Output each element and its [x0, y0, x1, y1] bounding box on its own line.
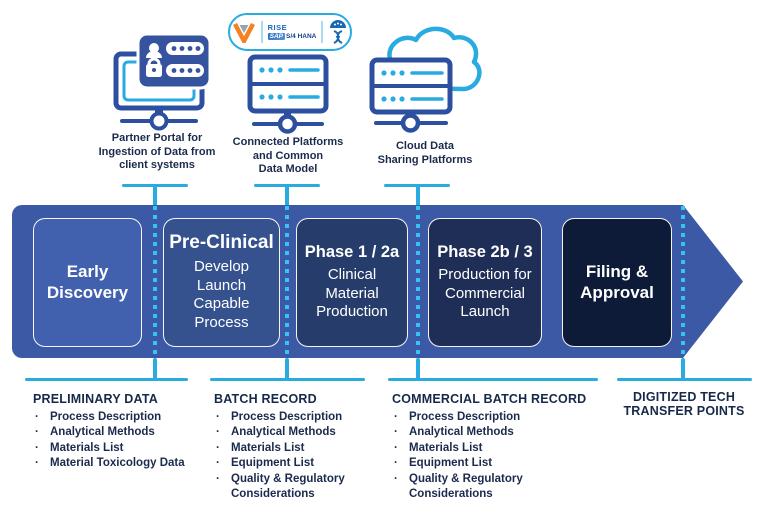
bullet-icon: ·	[394, 457, 398, 470]
transfer-dashed-line-1	[153, 206, 157, 358]
s4hana-label: S/4 HANA	[286, 32, 317, 40]
connector-stem	[153, 184, 157, 206]
bullet-icon: ·	[216, 441, 220, 454]
list-header: DIGITIZED TECH TRANSFER POINTS	[623, 390, 745, 418]
list-batch-record: BATCH RECORD ·Process Description ·Analy…	[214, 392, 374, 502]
cloud-data-label: Cloud Data Sharing Platforms	[377, 140, 473, 166]
bullet-icon: ·	[35, 426, 39, 439]
list-item: ·Process Description	[33, 410, 191, 425]
sap-logo: SAP	[267, 32, 286, 40]
connected-platforms-label: Connected Platforms and Common Data Mode…	[232, 136, 344, 176]
stage-title: Pre-Clinical	[169, 232, 274, 254]
list-item: ·Analytical Methods	[214, 425, 374, 440]
connector-stem	[416, 184, 420, 206]
bullet-icon: ·	[394, 472, 398, 485]
connector-stem	[681, 358, 685, 380]
list-header: COMMERCIAL BATCH RECORD	[392, 392, 587, 406]
list-item: ·Analytical Methods	[392, 425, 600, 440]
stage-title: Phase 1 / 2a	[304, 242, 400, 261]
stage-early-discovery: Early Discovery	[33, 218, 142, 347]
connector-bar-bottom-3	[388, 378, 598, 381]
list-item: ·Materials List	[214, 441, 374, 456]
badge-divider	[260, 21, 263, 43]
list-digitized-tech-transfer: DIGITIZED TECH TRANSFER POINTS	[604, 390, 764, 422]
transfer-dashed-line-4	[681, 206, 685, 358]
stage-description: Clinical Material Production	[316, 265, 388, 321]
stage-filing-approval: Filing & Approval	[562, 218, 672, 347]
list-item: ·Process Description	[392, 410, 600, 425]
rise-label: RISE	[267, 23, 288, 33]
list-item: ·Quality & Regulatory Considerations	[392, 472, 600, 503]
connector-bar-bottom-1	[25, 378, 188, 381]
list-item: ·Materials List	[392, 441, 600, 456]
stage-title: Phase 2b / 3	[437, 242, 533, 261]
connector-stem	[285, 184, 289, 206]
bullet-icon: ·	[216, 472, 220, 485]
stage-title: Early Discovery	[46, 262, 129, 302]
stage-description: Develop Launch Capable Process	[193, 257, 250, 332]
stage-phase-1-2a: Phase 1 / 2a Clinical Material Productio…	[296, 218, 408, 347]
stage-title: Filing & Approval	[580, 262, 654, 302]
partner-portal-label: Partner Portal for Ingestion of Data fro…	[98, 132, 216, 172]
stage-phase-2b-3: Phase 2b / 3 Production for Commercial L…	[428, 218, 542, 347]
connector-stem	[153, 358, 157, 380]
stage-pre-clinical: Pre-Clinical Develop Launch Capable Proc…	[163, 218, 280, 347]
bullet-icon: ·	[35, 441, 39, 454]
list-header: PRELIMINARY DATA	[33, 392, 158, 406]
bullet-icon: ·	[216, 411, 220, 423]
list-item: ·Quality & Regulatory Considerations	[214, 472, 374, 503]
cloud-data-icon	[369, 26, 482, 133]
connector-bar-bottom-2	[210, 378, 365, 381]
list-item: ·Analytical Methods	[33, 425, 191, 440]
bullet-icon: ·	[35, 411, 39, 423]
transfer-dashed-line-2	[285, 206, 289, 358]
list-commercial-batch-record: COMMERCIAL BATCH RECORD ·Process Descrip…	[392, 392, 600, 502]
list-header: BATCH RECORD	[214, 392, 317, 406]
list-item: ·Materials List	[33, 441, 191, 456]
veeva-logo-icon	[232, 22, 255, 43]
list-item: ·Equipment List	[214, 456, 374, 471]
connected-platforms-icon	[247, 54, 329, 134]
process-arrow-head	[683, 205, 743, 358]
connector-bar-bottom-4	[617, 378, 752, 381]
dna-helix-icon	[330, 20, 347, 44]
partner-portal-icon	[113, 32, 212, 131]
list-preliminary-data: PRELIMINARY DATA ·Process Description ·A…	[33, 392, 191, 472]
bullet-icon: ·	[216, 457, 220, 470]
transfer-dashed-line-3	[416, 206, 420, 358]
bullet-icon: ·	[216, 426, 220, 439]
bullet-icon: ·	[394, 411, 398, 423]
badge-divider	[321, 21, 324, 43]
bullet-icon: ·	[394, 441, 398, 454]
list-item: ·Process Description	[214, 410, 374, 425]
connector-stem	[285, 358, 289, 380]
connector-stem	[416, 358, 420, 380]
bullet-icon: ·	[35, 457, 39, 470]
platform-partner-badge: RISE SAP S/4 HANA	[228, 13, 352, 51]
bullet-icon: ·	[394, 426, 398, 439]
stage-description: Production for Commercial Launch	[438, 265, 532, 321]
list-item: ·Equipment List	[392, 456, 600, 471]
credential-card-icon	[136, 32, 212, 90]
list-item: ·Material Toxicology Data	[33, 456, 191, 471]
